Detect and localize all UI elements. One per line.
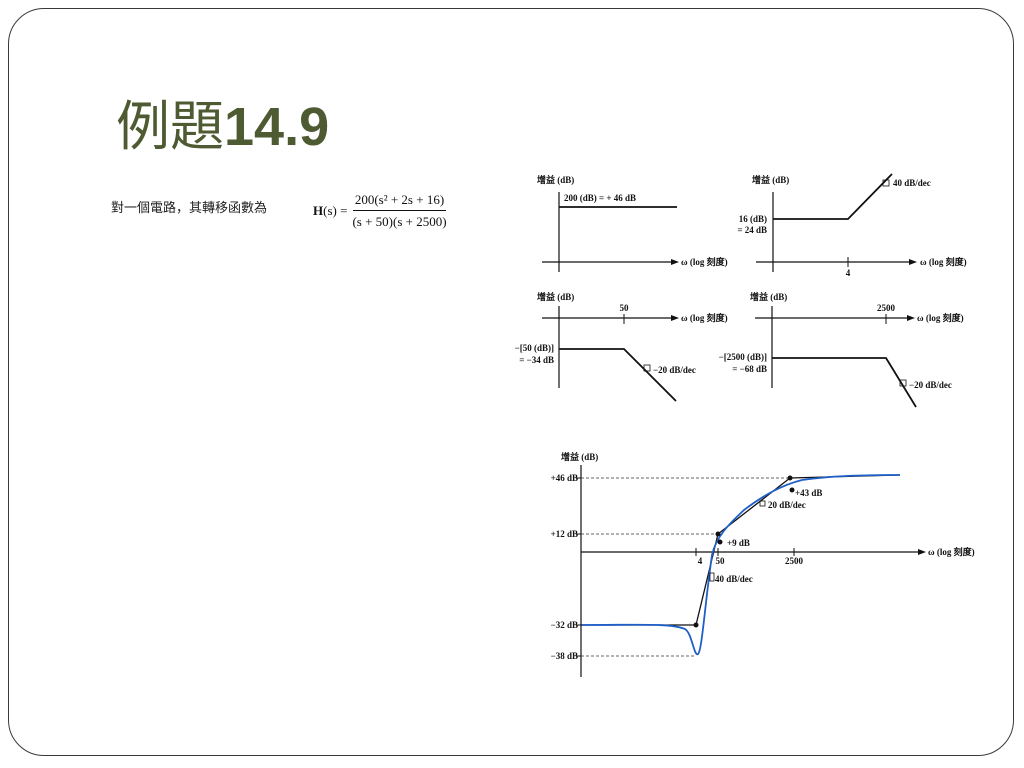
plot-constant-arrow: [671, 259, 679, 265]
plot-zeros-asymptote: [773, 173, 893, 220]
combined-xtick-label-2500: 2500: [785, 556, 804, 566]
bode-plot-pole-2500: 增益 (dB) ω (log 刻度) 2500 −[2500 (dB)] = −…: [719, 291, 964, 408]
plot-zeros-level-label-2: = 24 dB: [737, 225, 767, 235]
plot-pole2500-asymptote: [772, 357, 917, 408]
plot-pole50-tick-label: 50: [620, 303, 630, 313]
combined-asymptote-curve: [581, 474, 901, 626]
plot-pole50-x-label: ω (log 刻度): [681, 312, 728, 323]
combined-ytick-label-minus38: −38 dB: [551, 651, 578, 661]
plot-pole2500-y-label: 增益 (dB): [750, 291, 787, 302]
transfer-function-formula: H(s) = 200(s² + 2s + 16) (s + 50)(s + 25…: [313, 192, 447, 230]
combined-slope-marker-20: [759, 500, 766, 507]
combined-annotation-40db-dec: 40 dB/dec: [715, 574, 753, 584]
bode-plot-constant: 增益 (dB) ω (log 刻度) 200 (dB) = + 46 dB: [537, 174, 728, 272]
combined-point-43db: [789, 487, 795, 493]
combined-actual-curve: [581, 474, 901, 655]
plot-pole2500-level-label-2: = −68 dB: [732, 364, 767, 374]
plot-pole50-level-label-1: −[50 (dB)]: [515, 343, 554, 353]
combined-point-2500: [787, 475, 793, 481]
plot-zeros-y-label: 增益 (dB): [752, 174, 789, 185]
title-number: 14.9: [224, 97, 330, 157]
plot-pole2500-level-label-1: −[2500 (dB)]: [719, 352, 767, 362]
plot-zeros-tick-label: 4: [846, 268, 851, 278]
combined-xtick-label-50: 50: [716, 556, 726, 566]
plot-pole2500-slope-label: −20 dB/dec: [909, 380, 952, 390]
bode-plot-zeros: 增益 (dB) ω (log 刻度) 4 16 (dB) = 24 dB 40 …: [737, 173, 967, 278]
combined-ytick-label-12: +12 dB: [551, 529, 578, 539]
plot-pole2500-tick-label: 2500: [877, 303, 896, 313]
slide-title: 例題14.9: [116, 82, 329, 161]
combined-point-50: [715, 531, 721, 537]
formula-denominator: (s + 50)(s + 2500): [352, 214, 447, 229]
bode-plot-pole-50: 增益 (dB) ω (log 刻度) 50 −[50 (dB)] = −34 d…: [515, 291, 728, 402]
plot-constant-x-label: ω (log 刻度): [681, 256, 728, 267]
plot-zeros-level-label-1: 16 (dB): [739, 214, 767, 224]
combined-point-9db: [717, 539, 723, 545]
combined-annotation-43db: +43 dB: [795, 488, 822, 498]
plot-zeros-slope-label: 40 dB/dec: [893, 178, 931, 188]
plot-pole50-asymptote: [559, 348, 677, 402]
combined-ytick-label-46: +46 dB: [551, 473, 578, 483]
plot-pole2500-arrow: [907, 315, 915, 321]
formula-numerator: 200(s² + 2s + 16): [352, 192, 447, 211]
plot-pole50-arrow: [671, 315, 679, 321]
formula-lhs: H(s) =: [313, 203, 347, 219]
title-prefix: 例題: [116, 95, 224, 158]
combined-y-label: 增益 (dB): [561, 451, 598, 462]
combined-point-4: [693, 622, 699, 628]
plot-zeros-x-label: ω (log 刻度): [920, 256, 967, 267]
plot-pole50-slope-marker: [643, 364, 651, 372]
combined-xtick-label-4: 4: [698, 556, 703, 566]
combined-annotation-20db-dec: 20 dB/dec: [768, 500, 806, 510]
combined-annotation-9db: +9 dB: [727, 538, 750, 548]
bode-plot-combined: 增益 (dB) ω (log 刻度) +46 dB +12 dB −32 dB …: [551, 451, 975, 677]
slide-frame: [8, 8, 1014, 756]
formula-lhs-rest: (s) =: [323, 203, 348, 218]
plot-zeros-slope-marker: [882, 179, 890, 187]
plot-pole50-y-label: 增益 (dB): [537, 291, 574, 302]
plot-zeros-arrow: [909, 259, 917, 265]
combined-ytick-label-minus32: −32 dB: [551, 620, 578, 630]
plot-pole2500-slope-marker: [899, 379, 907, 387]
plot-pole2500-x-label: ω (log 刻度): [917, 312, 964, 323]
formula-fraction: 200(s² + 2s + 16) (s + 50)(s + 2500): [352, 192, 446, 230]
plot-pole50-slope-label: −20 dB/dec: [653, 365, 696, 375]
intro-text: 對一個電路，其轉移函數為: [111, 201, 268, 216]
combined-x-arrow: [918, 549, 926, 555]
plot-constant-annotation: 200 (dB) = + 46 dB: [564, 193, 636, 203]
formula-symbol: H: [313, 203, 324, 218]
combined-slope-marker-40: [709, 572, 715, 582]
plot-pole50-level-label-2: = −34 dB: [519, 355, 554, 365]
plot-constant-y-label: 增益 (dB): [537, 174, 574, 185]
combined-x-label: ω (log 刻度): [928, 546, 975, 557]
